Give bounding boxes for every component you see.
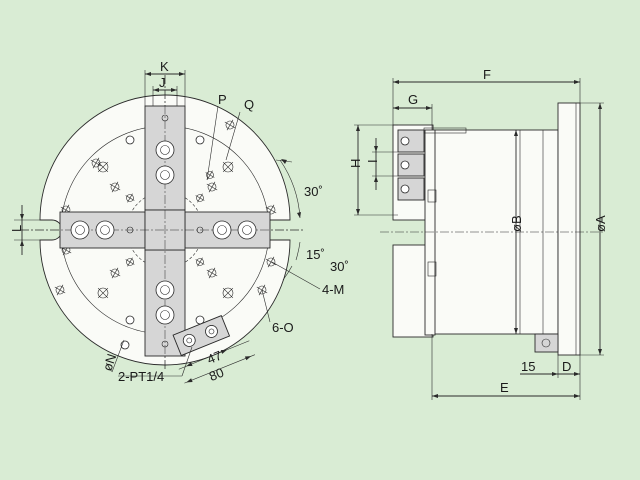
label-i: I — [365, 159, 380, 163]
label-q: Q — [244, 97, 254, 112]
label-k: K — [160, 59, 169, 74]
label-f: F — [483, 67, 491, 82]
label-6-o: 6-O — [272, 320, 294, 335]
label-angle-15: 15˚ — [306, 247, 325, 262]
label-h: H — [348, 159, 363, 168]
dim-f-g: F G — [392, 67, 581, 130]
label-angle-30-lower: 30˚ — [330, 259, 349, 274]
label-n: øN — [100, 352, 120, 373]
label-e: E — [500, 380, 509, 395]
label-a: øA — [593, 215, 608, 232]
label-b: øB — [509, 215, 524, 232]
angle-dims: 30˚ 15˚ 30˚ 4-M 6-O — [261, 159, 349, 335]
dim-l: L — [9, 205, 50, 255]
side-jaw — [397, 127, 467, 203]
label-l: L — [9, 225, 24, 232]
leaders-p-q: P Q — [206, 92, 254, 181]
side-port — [534, 333, 559, 353]
side-view: F G H I øB øA — [348, 67, 608, 400]
front-view: K J P Q L 30˚ 15˚ 3 — [9, 59, 349, 384]
label-dim-47: 47 — [205, 348, 224, 367]
pt-port-block — [172, 315, 231, 357]
label-angle-30-upper: 30˚ — [304, 184, 323, 199]
dim-b-a: øB øA — [509, 102, 608, 356]
jaw-bolts — [70, 114, 257, 348]
lower-dims: øN 2-PT1/4 47 80 — [100, 339, 256, 384]
label-2-pt14: 2-PT1/4 — [118, 369, 164, 384]
label-g: G — [408, 92, 418, 107]
dim-h-i: H I — [348, 124, 398, 216]
label-dim-80: 80 — [207, 365, 226, 384]
label-d: D — [562, 359, 571, 374]
label-4-m: 4-M — [322, 282, 344, 297]
label-j: J — [159, 75, 166, 90]
label-dim-15: 15 — [521, 359, 535, 374]
label-p: P — [218, 92, 227, 107]
side-back-plate — [557, 102, 581, 356]
dim-e-d: 15 D E — [431, 334, 581, 400]
side-body — [431, 129, 559, 335]
dim-k-j: K J — [144, 59, 186, 106]
